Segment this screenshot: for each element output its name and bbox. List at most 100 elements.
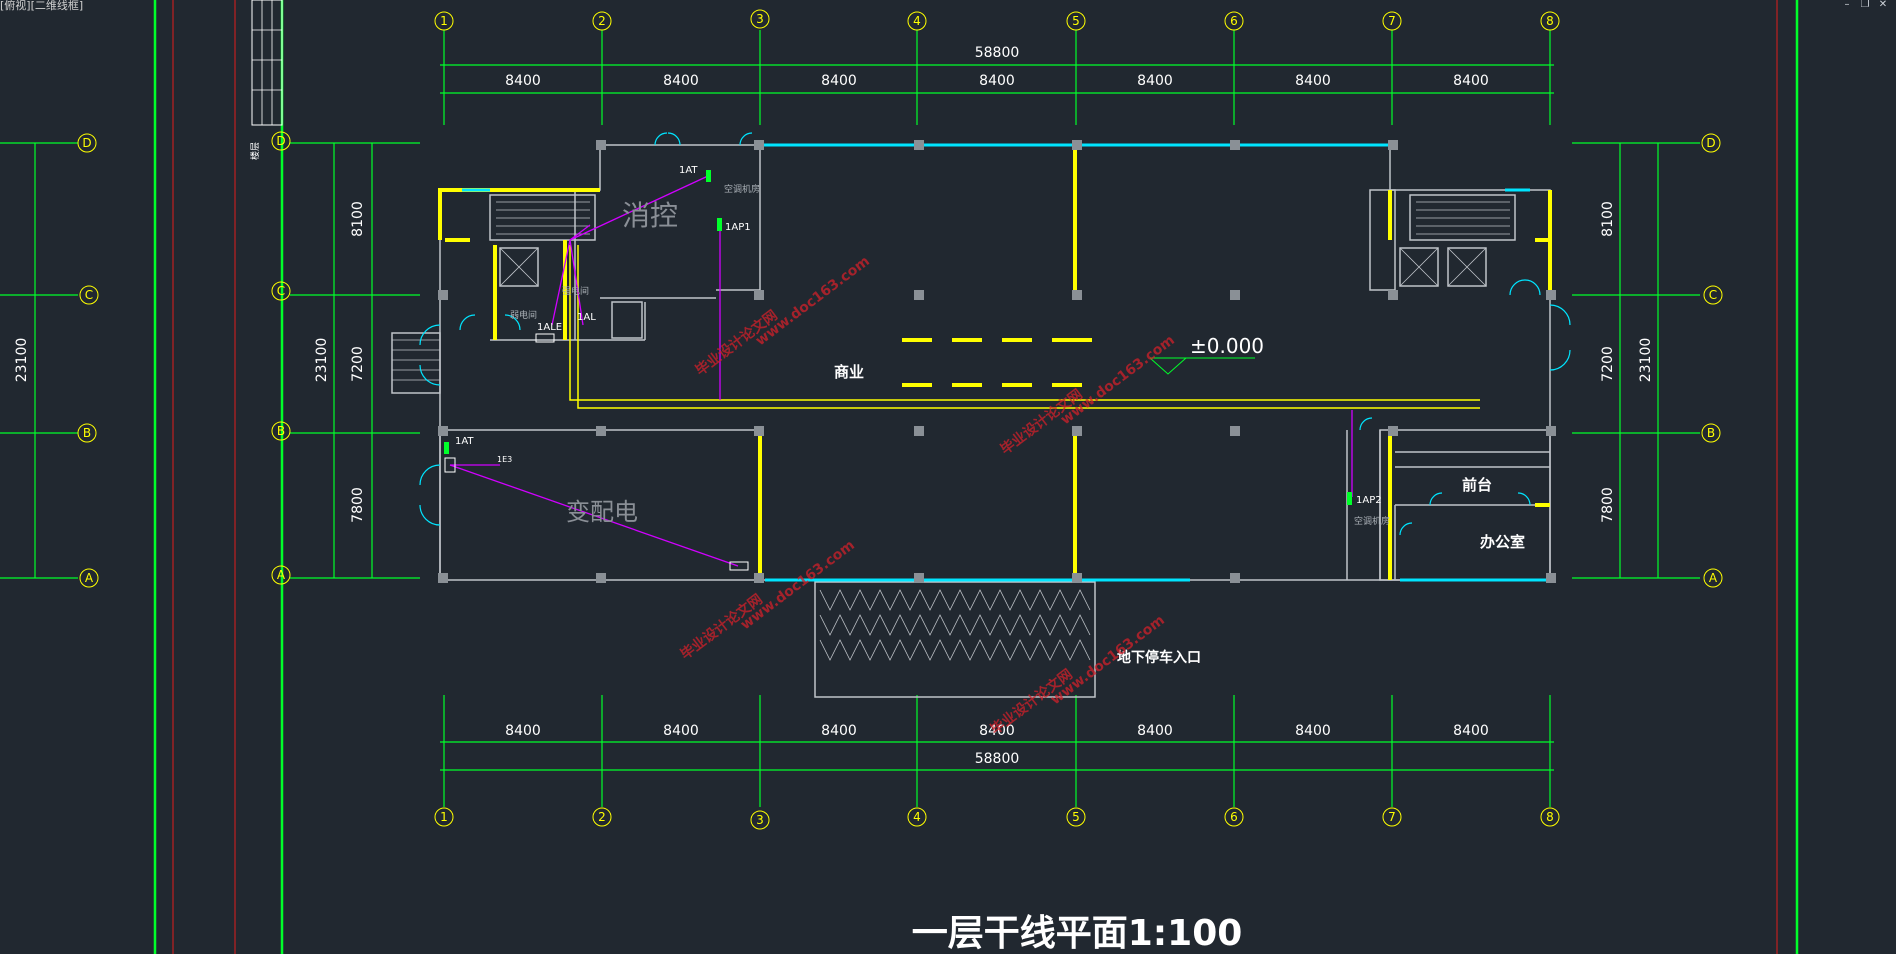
dimension-text: 23100: [314, 338, 330, 383]
dimension-text: 8400: [1295, 73, 1331, 89]
grid-label: C: [1709, 288, 1717, 302]
room-label-fire-control: 消控: [622, 199, 678, 232]
doors: [419, 132, 1571, 536]
dimension-text: 8400: [1453, 723, 1489, 739]
grid-bubbles-bottom: 1 2 3 4 5 6 7 8: [434, 807, 1560, 830]
dimension-text: 8400: [821, 73, 857, 89]
room-label-ac-room: 空调机房: [724, 183, 760, 195]
grid-label: 4: [913, 14, 921, 28]
building-walls: [391, 144, 1551, 698]
yellow-walls: [438, 145, 1552, 580]
grid-label: A: [1709, 571, 1718, 585]
close-icon[interactable]: ✕: [1878, 0, 1888, 10]
level-mark-text: ±0.000: [1190, 334, 1264, 358]
dimension-text: 8400: [505, 723, 541, 739]
equipment-label: 1ALE: [537, 322, 562, 333]
dimension-text: 8400: [1137, 723, 1173, 739]
room-label-strong-room: 强电间: [562, 285, 589, 297]
level-mark: ±0.000: [1149, 334, 1264, 375]
dimension-text: 8400: [1453, 73, 1489, 89]
dimension-text: 8400: [1137, 73, 1173, 89]
grid-label: 6: [1230, 810, 1238, 824]
grid-label: 2: [598, 810, 606, 824]
grid-label: D: [82, 136, 91, 150]
room-labels: 消控 商业 变配电 前台 办公室 地下停车入口 空调机房 空调机房 弱电间 强电…: [510, 183, 1525, 666]
grid-label: 2: [598, 14, 606, 28]
grid-label: 3: [756, 813, 764, 827]
dimension-text: 8400: [1295, 723, 1331, 739]
dimension-text: 8400: [505, 73, 541, 89]
grid-label: C: [85, 288, 93, 302]
grid-label: 5: [1072, 810, 1080, 824]
grid-label: C: [277, 284, 285, 298]
room-label-parking-entrance: 地下停车入口: [1117, 649, 1201, 666]
dimension-text: 8400: [979, 723, 1015, 739]
grid-label: D: [276, 134, 285, 148]
dimension-text: 7800: [1600, 487, 1616, 523]
equipment-label: 1AP2: [1356, 495, 1382, 506]
viewport-label[interactable]: [俯视][二维线框]: [0, 0, 84, 12]
window-controls: – ❐ ✕: [1840, 0, 1890, 14]
equipment-label: 1AT: [679, 165, 698, 176]
room-label-reception: 前台: [1462, 476, 1492, 494]
dimension-text: 58800: [975, 45, 1020, 61]
column-grid-lines: [0, 30, 1700, 807]
dimension-text: 58800: [975, 751, 1020, 767]
dimension-text: 7800: [350, 487, 366, 523]
grid-bubbles-rows: D C B A D C B A D C B A: [77, 131, 1723, 588]
room-label-substation: 变配电: [566, 498, 638, 526]
dimension-text: 8100: [350, 201, 366, 237]
wiring: [449, 175, 1353, 567]
room-label-office: 办公室: [1480, 533, 1525, 551]
drawing-title: 一层干线平面1:100: [912, 913, 1243, 954]
equipment-label: 1AT: [455, 436, 474, 447]
grid-label: 4: [913, 810, 921, 824]
dimension-texts: 58800 8400 8400 8400 8400 8400 8400 8400…: [14, 45, 1654, 767]
dimension-text: 23100: [1638, 338, 1654, 383]
grid-label: 8: [1546, 810, 1554, 824]
drawing-frame: 楼层: [153, 0, 1799, 954]
dimension-text: 8400: [663, 723, 699, 739]
grid-bubbles-top: 1 2 3 4 5 6 7 8: [434, 9, 1560, 31]
dimension-text: 8400: [979, 73, 1015, 89]
grid-label: B: [83, 426, 91, 440]
grid-label: 8: [1546, 14, 1554, 28]
grid-label: 3: [756, 12, 764, 26]
watermarks: 毕业设计论文网 www.doc163.com 毕业设计论文网 www.doc16…: [677, 253, 1178, 738]
equipment-label: 1E3: [497, 455, 512, 464]
grid-label: B: [277, 424, 285, 438]
structural-columns: [438, 140, 1556, 583]
room-label-weak-room: 弱电间: [510, 309, 537, 321]
watermark-text: www.doc163.com: [738, 537, 858, 633]
equipment-label: 1AL: [577, 312, 596, 323]
equipment-labels: 1AT 1AP1 1ALE 1AL 1AT 1AP2 1E3: [455, 165, 1382, 506]
grid-label: 7: [1388, 810, 1396, 824]
room-label-commercial: 商业: [834, 363, 864, 381]
grid-label: 6: [1230, 14, 1238, 28]
grid-label: D: [1706, 136, 1715, 150]
equipment-panels: [444, 170, 1352, 571]
grid-label: A: [85, 571, 94, 585]
cable-tray: [569, 245, 1480, 409]
watermark-text: www.doc163.com: [753, 253, 873, 349]
grid-label: 5: [1072, 14, 1080, 28]
grid-label: A: [277, 568, 286, 582]
grid-label: 7: [1388, 14, 1396, 28]
grid-label: B: [1707, 426, 1715, 440]
restore-icon[interactable]: ❐: [1860, 0, 1870, 10]
minimize-icon[interactable]: –: [1844, 0, 1850, 10]
dimension-text: 7200: [350, 346, 366, 382]
dimension-text: 8400: [663, 73, 699, 89]
dimension-text: 7200: [1600, 346, 1616, 382]
room-label-ac-room: 空调机房: [1354, 515, 1390, 527]
yellow-dashes: [902, 338, 1092, 387]
dimension-text: 23100: [14, 338, 30, 383]
dimension-text: 8100: [1600, 201, 1616, 237]
grid-label: 1: [440, 810, 448, 824]
grid-label: 1: [440, 14, 448, 28]
watermark-text: www.doc163.com: [1058, 332, 1178, 428]
dimension-text: 8400: [821, 723, 857, 739]
side-label: 楼层: [249, 142, 261, 160]
